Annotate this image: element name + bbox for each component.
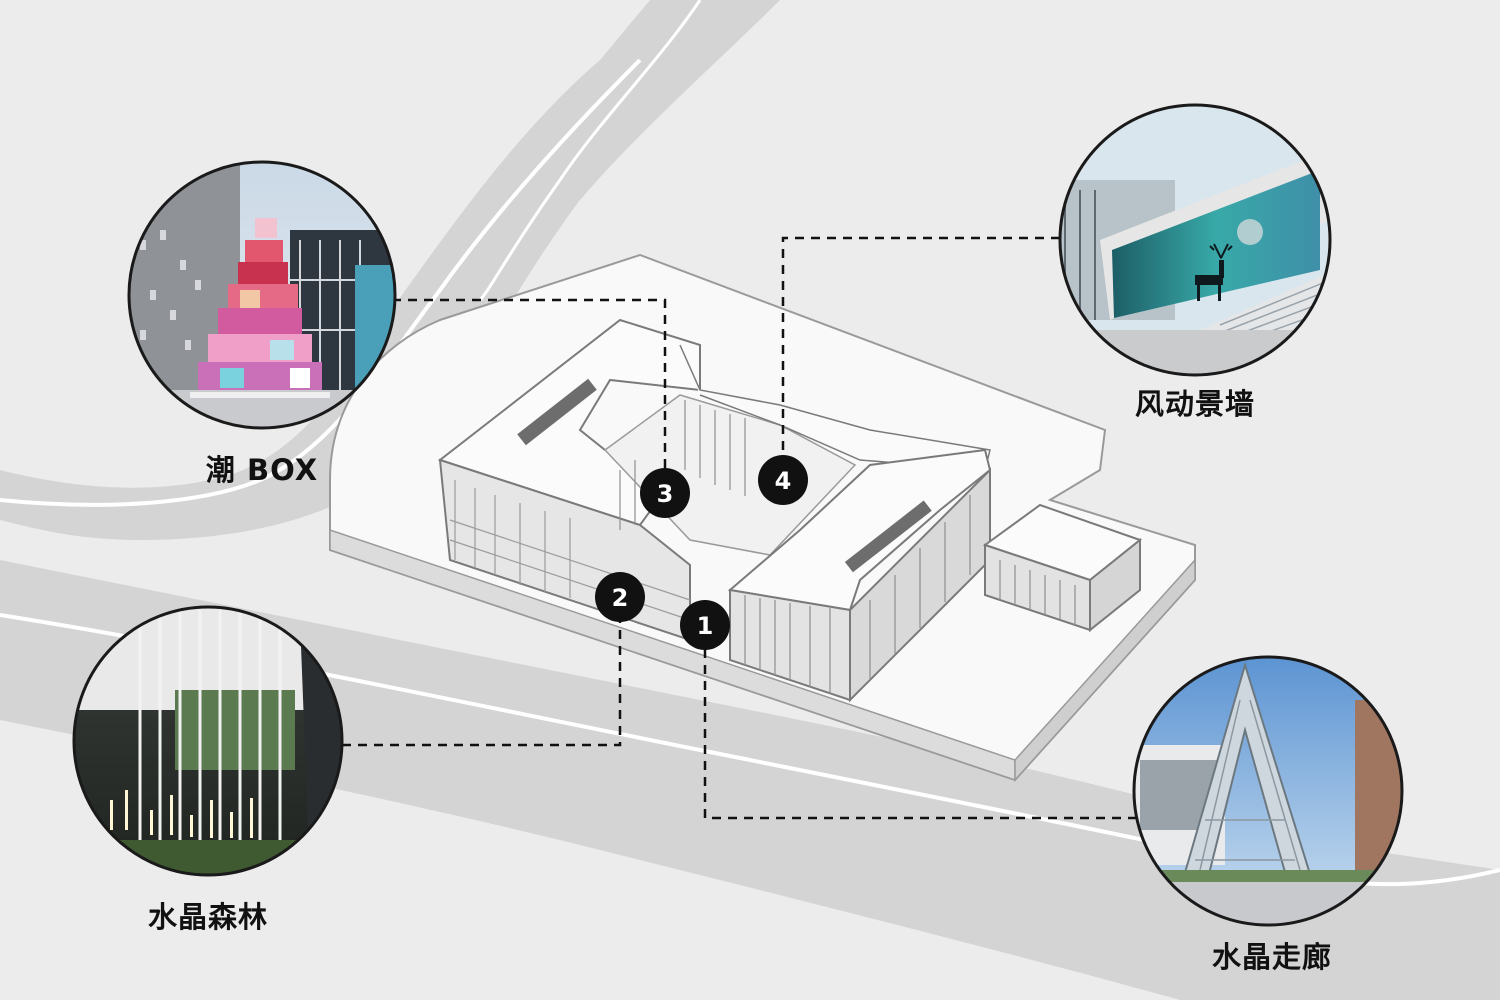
leader-line-3 xyxy=(392,298,667,470)
leader-line-1 xyxy=(703,648,1137,820)
wind-wall-circle-border xyxy=(1058,103,1332,377)
feature-label-crystal-forest: 水晶森林 xyxy=(147,900,269,934)
right-wing-window-lines xyxy=(744,495,971,694)
courtyard-back-roof xyxy=(679,344,991,471)
plinth-right-side xyxy=(1014,558,1196,782)
marker-3-disc xyxy=(640,468,690,518)
diagonal-road xyxy=(0,560,1500,1000)
marker-4-disc xyxy=(758,455,808,505)
leader-line-2 xyxy=(342,620,622,747)
marker-4[interactable]: 4 xyxy=(758,455,808,505)
deer-silhouette xyxy=(1195,243,1233,301)
leader-line-4 xyxy=(781,236,1060,455)
crystal-corridor-circle-border xyxy=(1132,655,1404,927)
box-circle-border xyxy=(127,160,397,430)
marker-2-number: 2 xyxy=(612,584,629,612)
wind-wall-photo xyxy=(1060,105,1330,375)
road-edge-side xyxy=(478,0,702,302)
photo-circle-wind-wall[interactable] xyxy=(1055,100,1335,380)
feature-label-wind-wall: 风动景墙 xyxy=(1134,387,1256,421)
marker-3[interactable]: 3 xyxy=(640,468,690,518)
courtyard-facade-lines xyxy=(619,400,746,530)
feature-label-box: 潮 BOX xyxy=(205,453,319,487)
marker-3-number: 3 xyxy=(657,480,674,508)
marker-4-number: 4 xyxy=(775,467,792,495)
marker-1-disc xyxy=(680,600,730,650)
right-wing-skylight xyxy=(844,500,932,573)
left-wing-window-lines xyxy=(449,480,691,621)
annex-louvres xyxy=(999,560,1076,625)
leader-lines xyxy=(342,236,1137,820)
marker-2[interactable]: 2 xyxy=(595,572,645,622)
left-wing-skylight xyxy=(517,378,597,446)
feature-label-crystal-corridor: 水晶走廊 xyxy=(1211,940,1333,974)
crystal-forest-circle-border xyxy=(72,605,344,877)
marker-2-disc xyxy=(595,572,645,622)
upper-left-road xyxy=(0,0,780,540)
marker-1-number: 1 xyxy=(697,612,714,640)
stacked-cubes xyxy=(198,218,322,392)
annex-side xyxy=(1089,537,1141,633)
marker-1[interactable]: 1 xyxy=(680,600,730,650)
